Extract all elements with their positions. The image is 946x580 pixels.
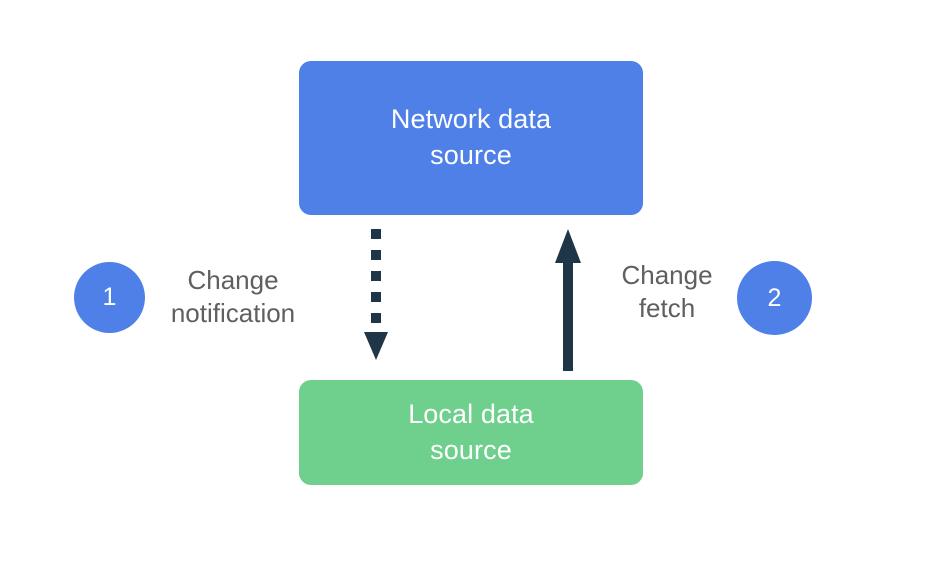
node-local-data-source[interactable]: Local data source <box>299 380 643 485</box>
badge-step-1: 1 <box>74 262 145 333</box>
edge-label-change-fetch: Change fetch <box>621 260 713 324</box>
badge-step-2: 2 <box>737 261 812 335</box>
dotted-arrow-down-icon <box>364 229 388 360</box>
solid-arrow-up-icon <box>555 229 581 371</box>
edge-label-change-notification: Change notification <box>170 265 296 329</box>
node-network-data-source[interactable]: Network data source <box>299 61 643 215</box>
